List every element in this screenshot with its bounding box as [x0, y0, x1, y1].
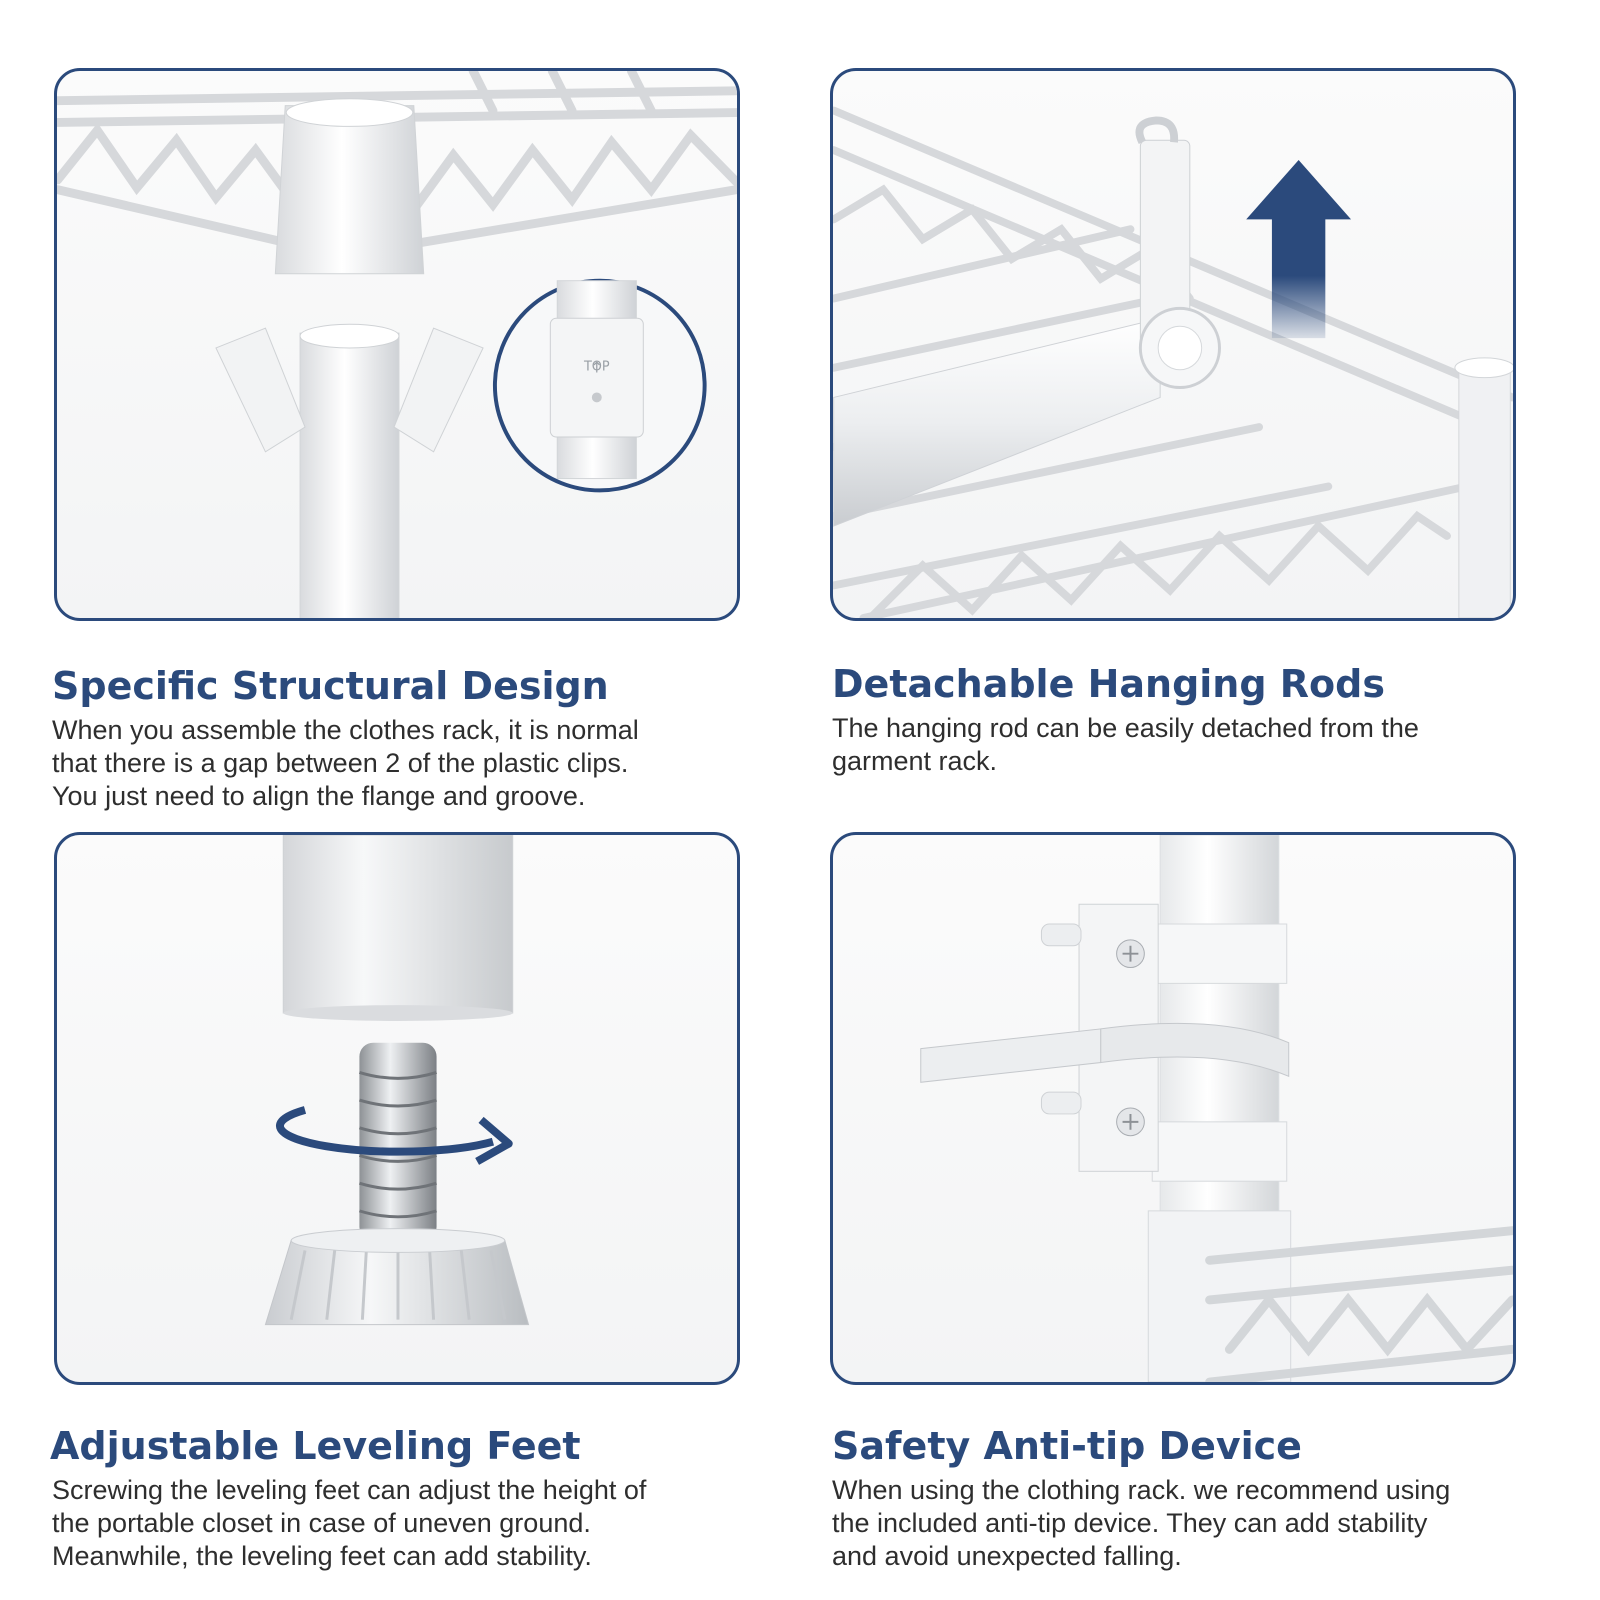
- svg-text:↑: ↑: [591, 360, 603, 377]
- anti-tip-illustration: [920, 835, 1513, 1382]
- hanging-rod-image: [830, 68, 1516, 621]
- hanging-rods-description: The hanging rod can be easily detached f…: [832, 713, 1419, 776]
- top-marking: TOP: [583, 360, 610, 375]
- anti-tip-image: [830, 832, 1516, 1385]
- structural-design-title: Specific Structural Design: [52, 664, 609, 708]
- anti-tip-title: Safety Anti-tip Device: [832, 1424, 1302, 1468]
- hanging-rod-illustration: [833, 106, 1513, 618]
- leveling-feet-title: Adjustable Leveling Feet: [50, 1424, 581, 1468]
- structural-design-description: When you assemble the clothes rack, it i…: [52, 715, 639, 811]
- anti-tip-description: When using the clothing rack. we recomme…: [832, 1475, 1451, 1571]
- hanging-rods-title: Detachable Hanging Rods: [832, 662, 1385, 706]
- up-arrow-icon: [1246, 160, 1352, 339]
- structural-design-image: ↑ TOP: [54, 68, 740, 621]
- leveling-foot-illustration: [264, 835, 530, 1326]
- rotate-arrow-icon: [276, 1106, 495, 1156]
- leveling-feet-description: Screwing the leveling feet can adjust th…: [52, 1475, 647, 1571]
- leveling-feet-image: [54, 832, 740, 1385]
- shelf-clip-illustration: ↑ TOP: [57, 71, 737, 618]
